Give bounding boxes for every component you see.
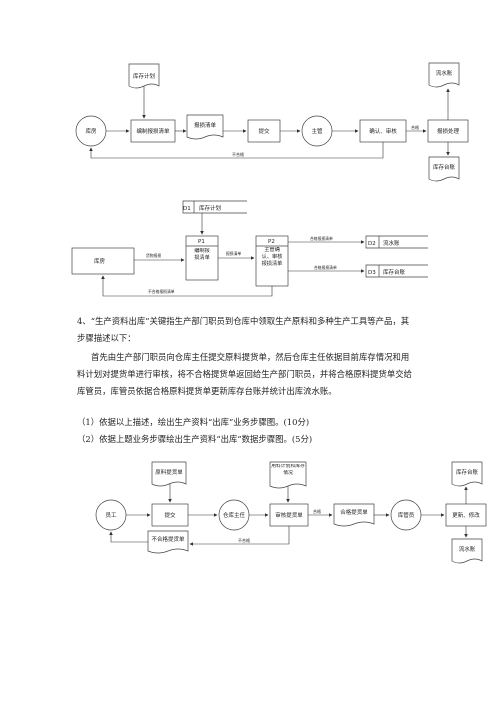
store-d1	[182, 200, 247, 214]
t-d1-id: D1	[183, 206, 191, 212]
t-hege: 合格	[411, 124, 419, 130]
process-p1	[185, 235, 219, 281]
diagram-business-flow-2: 原料提货单 员工 提交 仓库主任 审核提货单 合格提货单 库管员 更新、修改 库…	[0, 457, 500, 567]
t-shenhe: 审核提货单	[275, 511, 303, 519]
t-tijiao3: 提交	[164, 511, 176, 519]
diagram-1-svg: 库存计划 库房 编制报损清单 报损清单 提交 主管 确认、审核 报损处理 流水账…	[75, 62, 469, 182]
t-d3-label: 库存台账	[383, 268, 406, 276]
q-line1: 4、“生产资料出库”关键指生产部门职员到仓库中领取生产原料和多种生产工具等产品，…	[77, 316, 410, 326]
question-tasks: （1）依据以上描述，绘出生产资料“出库”业务步骤图。(10分) （2）依据上题业…	[77, 414, 437, 448]
t-zhuren: 仓库主任	[223, 511, 246, 519]
doc-qingdan	[186, 114, 224, 140]
t-d2-id: D2	[368, 241, 376, 247]
t-yuangong: 员工	[105, 512, 117, 519]
t-flow-goods: 货物报损	[146, 253, 161, 258]
t-flow-bad: 不合格报损清单	[148, 289, 175, 294]
t-hege-label: 合格	[313, 508, 321, 514]
q-line3: 首先由生产部门职员向仓库主任提交原料提货单，然后仓库主任依据目前库存情况和用	[91, 352, 410, 362]
question-intro: 4、“生产资料出库”关键指生产部门职员到仓库中领取生产原料和多种生产工具等产品，…	[77, 313, 437, 347]
diagram-2-svg: D1 库存计划 库房 P1 P2 D2 流水账 D3 库存台账 编制报损清单 主…	[71, 200, 428, 297]
process-p2	[255, 235, 289, 287]
t-kufang: 库房	[85, 127, 97, 135]
t-qingdan: 报损清单	[194, 121, 217, 129]
t-tihuodan: 原料提货单	[155, 468, 183, 476]
t-buhege: 不合格	[232, 151, 244, 157]
diagram-3-svg: 原料提货单 员工 提交 仓库主任 审核提货单 合格提货单 库管员 更新、修改 库…	[95, 461, 487, 564]
t-hege-dan: 合格提货单	[340, 508, 368, 516]
q-task1: （1）依据以上描述，绘出生产资料“出库”业务步骤图。(10分)	[77, 417, 310, 427]
t-bianzhi: 编制报损清单	[136, 127, 170, 135]
t-buhege-dan: 不合格提货单	[151, 535, 185, 543]
t-queren: 确认、审核	[369, 127, 397, 135]
q-line2: 步骤描述以下：	[77, 333, 136, 343]
t-chuli: 报损处理	[437, 127, 460, 135]
doc-yongliao	[269, 461, 307, 489]
t-d2-label: 流水账	[383, 239, 400, 247]
t-buhege-label: 不合格	[238, 537, 250, 543]
t-taizhang3: 库存台账	[456, 468, 479, 476]
t-p2-id: P2	[268, 239, 275, 245]
q-task2: （2）依据上题业务步骤绘出生产资料“出库”数据步骤图。(5分)	[77, 434, 313, 444]
store-d3	[365, 264, 428, 278]
doc-kucun-plan	[128, 63, 160, 89]
t-liushui: 流水账	[436, 69, 453, 77]
t-kucun-plan: 库存计划	[133, 72, 155, 80]
doc-liushui3	[451, 538, 483, 564]
t-d1-label: 库存计划	[199, 204, 221, 212]
q-line5: 库管员，库管员依据合格原料提货单更新库存台账并统计出库流水账。	[77, 386, 337, 396]
t-flow-ok2: 合格报损清单	[314, 265, 337, 270]
t-gengxin: 更新、修改	[452, 511, 480, 519]
t-kufang2: 库房	[94, 257, 106, 265]
t-p1-label: 编制报损清单	[194, 248, 210, 261]
doc-tihuodan	[151, 461, 187, 487]
t-zhuguan: 主管	[311, 127, 323, 135]
t-flow-ok1: 合格报损清单	[310, 236, 333, 241]
t-tijiao: 提交	[258, 127, 270, 135]
doc-taizhang3	[451, 461, 483, 487]
store-d2	[365, 235, 428, 249]
doc-liushui	[428, 62, 460, 88]
q-line4: 料计划对提货单进行审核，将不合格提货单返回给生产部门职员，并将合格原料提货单交给	[77, 369, 412, 379]
doc-taizhang	[428, 156, 460, 182]
diagram-data-flow-1: D1 库存计划 库房 P1 P2 D2 流水账 D3 库存台账 编制报损清单 主…	[0, 196, 500, 301]
diagram-business-flow-1: 库存计划 库房 编制报损清单 报损清单 提交 主管 确认、审核 报损处理 流水账…	[0, 55, 500, 190]
entity-kufang	[71, 247, 135, 275]
t-yongliao: 用料计划和库存情况	[271, 464, 305, 476]
t-flow-list: 报损清单	[226, 251, 241, 256]
t-p1-id: P1	[198, 239, 205, 245]
t-d3-id: D3	[368, 270, 376, 276]
t-kuguan: 库管员	[398, 511, 415, 519]
doc-buhege-dan	[147, 530, 189, 554]
question-body: 首先由生产部门职员向仓库主任提交原料提货单，然后仓库主任依据目前库存情况和用 料…	[77, 349, 437, 400]
t-p2-label: 主管确认、审核报损清单	[261, 247, 283, 267]
t-liushui3: 流水账	[459, 545, 476, 553]
t-taizhang: 库存台账	[433, 163, 456, 171]
doc-hege-dan	[333, 503, 375, 527]
